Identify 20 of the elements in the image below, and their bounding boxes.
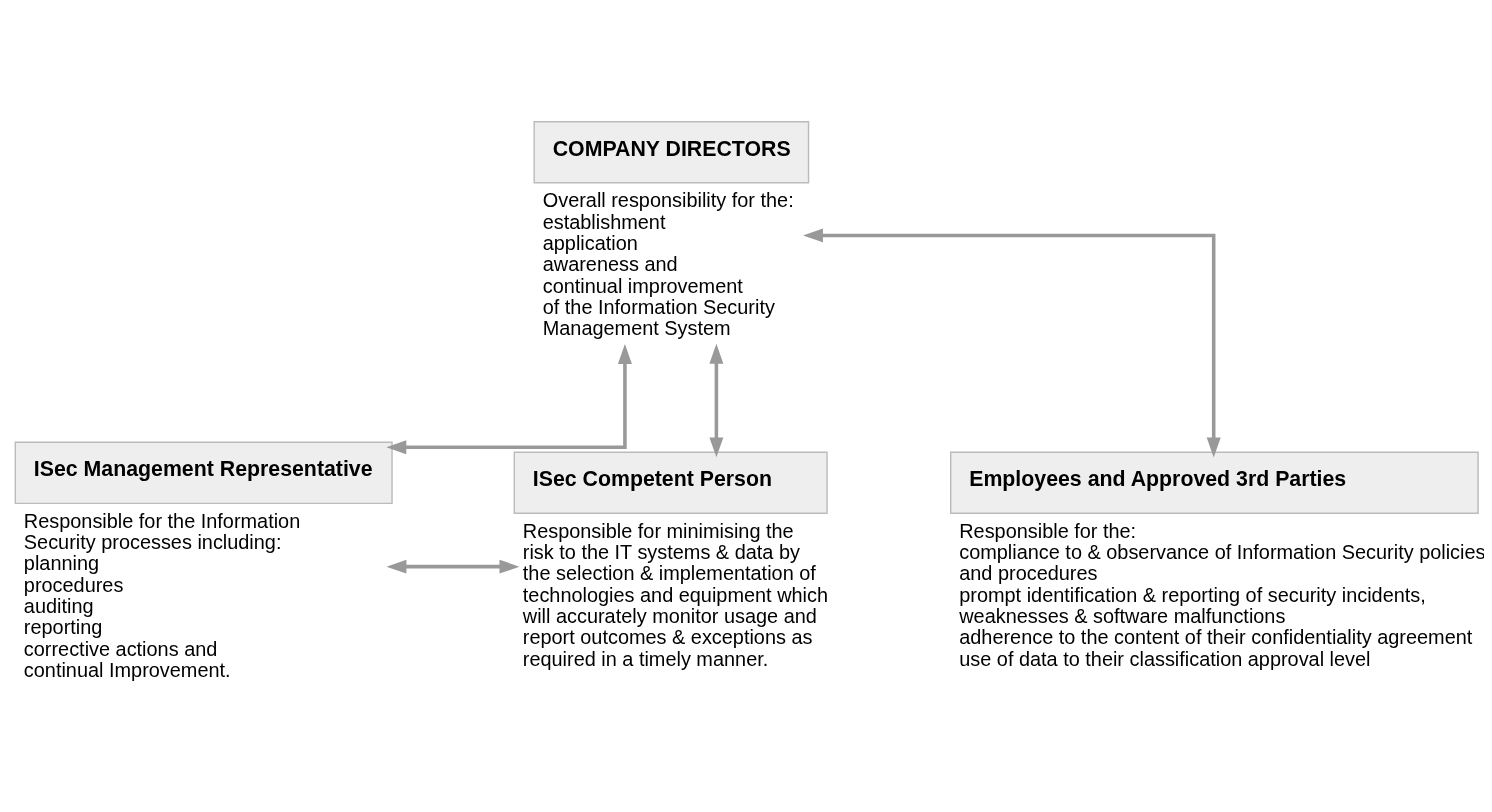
arrow xyxy=(386,344,632,455)
node-label: auditing xyxy=(23,595,94,618)
node-label: reporting xyxy=(23,616,103,639)
arrow xyxy=(709,343,724,458)
node-label: awareness and xyxy=(542,253,678,276)
node-label: procedures xyxy=(23,573,124,596)
arrow xyxy=(803,228,1221,458)
node-label: continual improvement xyxy=(542,274,743,297)
node-label: continual Improvement. xyxy=(23,659,231,682)
arrow xyxy=(386,559,520,574)
node-label: Responsible for the: xyxy=(959,519,1137,542)
node-label: planning xyxy=(23,552,100,575)
node-label: Overall responsibility for the: xyxy=(542,189,794,212)
node-label: Responsible for the Information Security processes including: xyxy=(23,509,301,554)
node-label: Responsible for minimising the risk to the IT systems & data by the selection & implementation of technologies and equipment which will accurately monitor usage and report outcomes & exceptions as required in a timely manner. xyxy=(522,519,829,670)
node-label: corrective actions and xyxy=(23,637,218,660)
node-label: adherence to the content of their confidentiality agreement xyxy=(959,626,1473,649)
node-label: use of data to their classification approval level xyxy=(959,647,1371,670)
node-label: establishment xyxy=(542,210,666,233)
node-label: application xyxy=(542,231,638,254)
